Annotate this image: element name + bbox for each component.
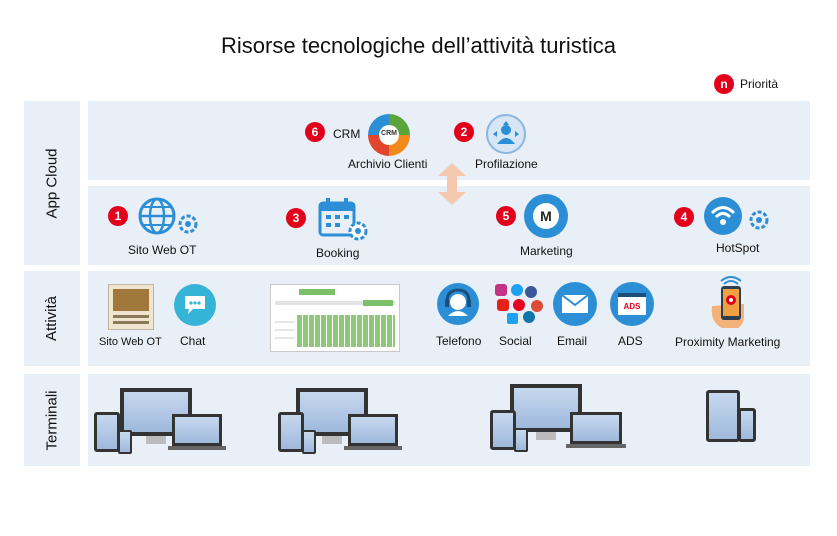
tablet bbox=[706, 390, 740, 442]
tablet bbox=[94, 412, 120, 452]
laptop bbox=[172, 414, 222, 446]
email-icon bbox=[553, 282, 597, 326]
priority-badge-marketing: 5 bbox=[496, 206, 516, 226]
profilazione-label: Profilazione bbox=[475, 157, 538, 171]
tablet bbox=[490, 410, 516, 450]
crm-icon: CRM bbox=[368, 114, 410, 156]
terminal-devices-4 bbox=[700, 374, 770, 466]
booking-label: Booking bbox=[316, 246, 360, 260]
smartphone bbox=[302, 430, 316, 454]
ads-icon: ADS bbox=[610, 282, 654, 326]
terminal-devices-2 bbox=[272, 374, 422, 466]
chat-icon bbox=[174, 284, 216, 326]
sito-web-label: Sito Web OT bbox=[128, 243, 197, 257]
marketing-gear-icon: M bbox=[524, 194, 568, 238]
smartphone bbox=[514, 428, 528, 452]
activity-email-label: Email bbox=[557, 334, 588, 348]
activity-telefono-label: Telefono bbox=[436, 334, 482, 348]
proximity-phone-icon bbox=[708, 276, 754, 330]
priority-badge-hotspot: 4 bbox=[674, 207, 694, 227]
priority-badge-booking: 3 bbox=[286, 208, 306, 228]
laptop bbox=[348, 414, 398, 446]
priority-badge-sito-web: 1 bbox=[108, 206, 128, 226]
calendar-gear-icon bbox=[318, 197, 370, 243]
globe-gear-icon bbox=[137, 196, 201, 238]
profiling-icon bbox=[486, 114, 526, 154]
priority-legend: n Priorità bbox=[714, 74, 778, 94]
smartphone bbox=[118, 430, 132, 454]
crm-sublabel: Archivio Clienti bbox=[348, 157, 428, 171]
row-label-terminali: Terminali bbox=[24, 374, 80, 466]
hotspot-label: HotSpot bbox=[716, 241, 760, 255]
row-label-app-cloud: App Cloud bbox=[24, 101, 80, 265]
terminal-devices-1 bbox=[88, 374, 238, 466]
priority-badge-crm: 6 bbox=[305, 122, 325, 142]
activity-social-label: Social bbox=[499, 334, 532, 348]
crm-logo-text: CRM bbox=[381, 130, 397, 137]
ads-icon-text: ADS bbox=[623, 301, 641, 311]
marketing-label: Marketing bbox=[520, 244, 573, 258]
tablet bbox=[278, 412, 304, 452]
website-thumbnail bbox=[108, 284, 154, 330]
desktop-monitor bbox=[510, 384, 582, 432]
priority-label: Priorità bbox=[740, 77, 779, 91]
social-media-icon bbox=[493, 282, 545, 326]
activity-sito-web-label: Sito Web OT bbox=[99, 336, 162, 348]
booking-calendar-thumbnail bbox=[270, 284, 400, 352]
sync-arrow-icon bbox=[438, 163, 466, 205]
laptop bbox=[570, 412, 622, 444]
smartphone bbox=[738, 408, 756, 442]
terminal-devices-3 bbox=[486, 374, 636, 466]
telephone-headset-icon bbox=[436, 282, 480, 326]
activity-proximity-label: Proximity Marketing bbox=[675, 335, 781, 349]
priority-badge-profilazione: 2 bbox=[454, 122, 474, 142]
priority-badge: n bbox=[714, 74, 734, 94]
marketing-glyph: M bbox=[533, 203, 559, 229]
row-label-attivita: Attività bbox=[24, 271, 80, 366]
activity-ads-label: ADS bbox=[618, 334, 643, 348]
crm-label: CRM bbox=[333, 127, 361, 141]
website-thumbnail-photo bbox=[113, 289, 149, 311]
wifi-gear-icon bbox=[703, 196, 771, 236]
booking-availability-grid bbox=[297, 315, 395, 347]
page-title: Risorse tecnologiche dell’attività turis… bbox=[221, 33, 616, 58]
activity-chat-label: Chat bbox=[180, 334, 206, 348]
